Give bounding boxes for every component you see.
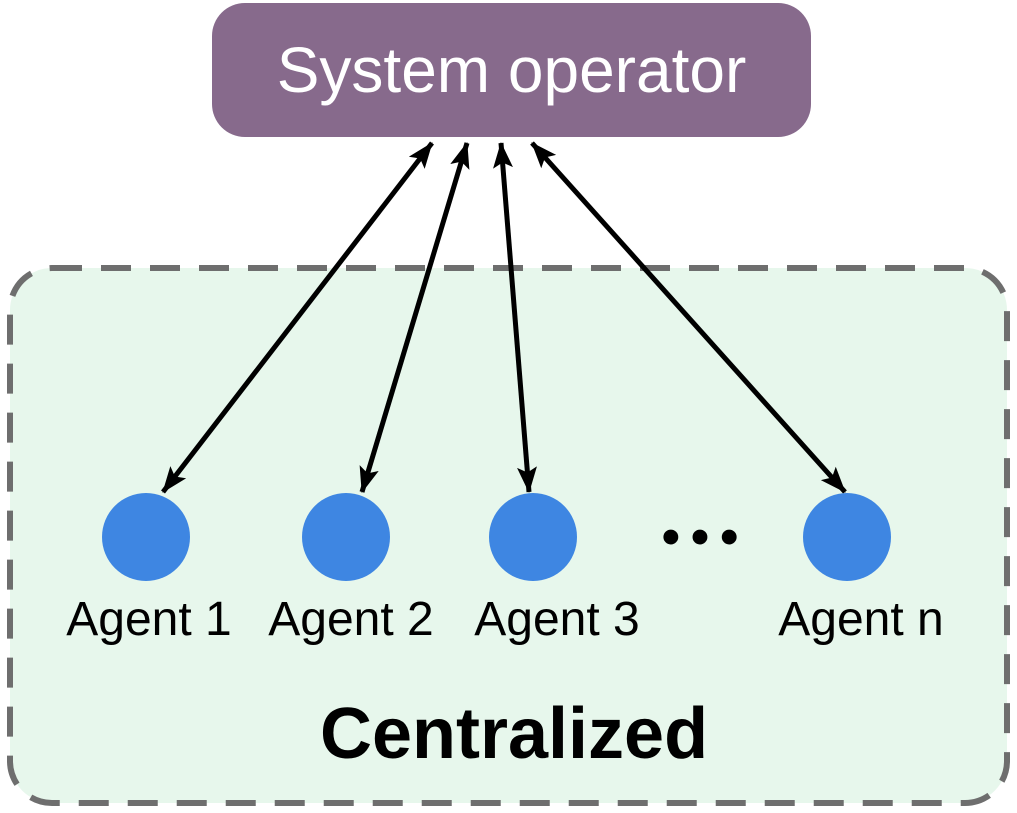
- agent-3-node: [489, 493, 577, 581]
- agent-n-node: [803, 493, 891, 581]
- agent-2-label: Agent 2: [268, 593, 434, 646]
- agent-2-node: [302, 493, 390, 581]
- system-operator-box: System operator: [212, 3, 811, 137]
- agent-1-label: Agent 1: [66, 593, 232, 646]
- double-arrow-operator-agent-2: [359, 142, 470, 493]
- system-operator-label: System operator: [276, 34, 747, 106]
- double-arrow-operator-agent-3: [493, 142, 537, 493]
- centralized-caption: Centralized: [319, 694, 709, 774]
- agent-1-node: [102, 493, 190, 581]
- ellipsis-icon: •••: [661, 508, 750, 566]
- agent-3-label: Agent 3: [474, 593, 640, 646]
- double-arrow-operator-agent-n: [530, 141, 847, 494]
- agent-n-label: Agent n: [778, 593, 944, 646]
